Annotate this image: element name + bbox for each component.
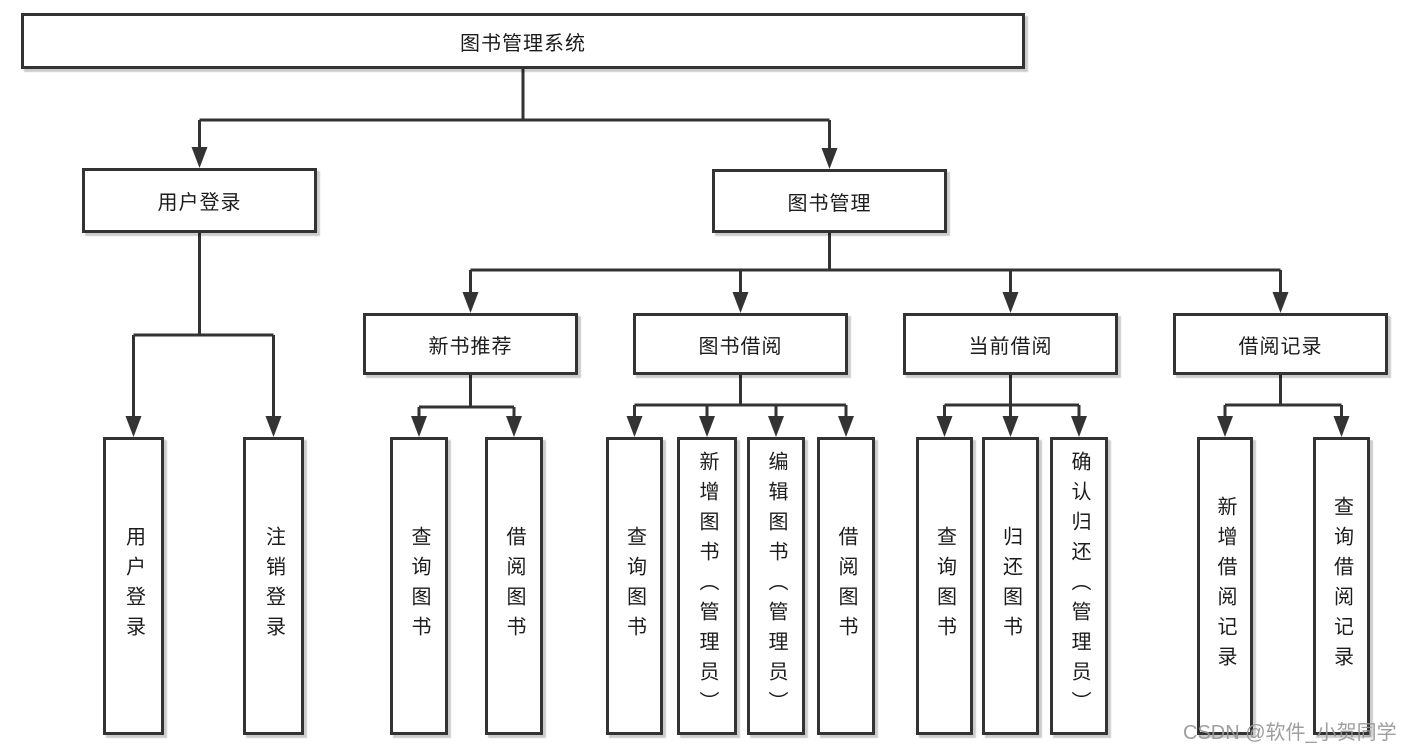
node-current-borrowing: 当前借阅 — [903, 313, 1118, 375]
node-user-login: 用户登录 — [82, 168, 317, 233]
connector-new-rec-children — [417, 375, 516, 417]
node-book-borrowing: 图书借阅 — [633, 313, 848, 375]
arrowheads-current-borrow-children — [936, 416, 1087, 437]
leaf-add-borrow-record: 新增借阅记录 — [1197, 437, 1253, 735]
leaf-query-borrow-record: 查询借阅记录 — [1313, 437, 1370, 735]
node-current-borrowing-label: 当前借阅 — [968, 335, 1053, 358]
node-new-book-recommend-label: 新书推荐 — [428, 335, 513, 358]
node-new-book-recommend: 新书推荐 — [363, 313, 578, 375]
node-library-system-label: 图书管理系统 — [460, 32, 586, 55]
leaf-borrow-books-recommend-label: 借阅图书 — [503, 526, 525, 646]
leaf-borrow-books-label: 借阅图书 — [835, 526, 857, 646]
leaf-confirm-return-admin-label: 确认归还（管理员） — [1068, 451, 1090, 721]
leaf-query-books-recommend-label: 查询图书 — [408, 526, 430, 646]
leaf-query-books-borrow: 查询图书 — [606, 437, 663, 735]
leaf-edit-books-admin: 编辑图书（管理员） — [747, 437, 805, 735]
node-book-borrowing-label: 图书借阅 — [698, 335, 783, 358]
leaf-add-books-admin: 新增图书（管理员） — [677, 437, 737, 735]
connector-root-to-level2 — [198, 69, 831, 150]
leaf-query-borrow-record-label: 查询借阅记录 — [1330, 496, 1353, 676]
arrowheads-new-rec-children — [411, 416, 522, 437]
leaf-confirm-return-admin: 确认归还（管理员） — [1050, 437, 1108, 735]
node-library-system: 图书管理系统 — [21, 13, 1025, 69]
leaf-user-login-label: 用户登录 — [122, 526, 145, 646]
leaf-logout-label: 注销登录 — [262, 526, 285, 646]
leaf-query-books-current-label: 查询图书 — [933, 526, 956, 646]
csdn-watermark: CSDN @软件_小贺同学 — [1183, 722, 1397, 744]
leaf-borrow-books: 借阅图书 — [817, 437, 875, 735]
leaf-edit-books-admin-label: 编辑图书（管理员） — [765, 451, 787, 721]
connector-book-mgmt-to-level3 — [469, 233, 1282, 293]
node-user-login-label: 用户登录 — [157, 192, 242, 214]
leaf-query-books-current: 查询图书 — [916, 437, 973, 735]
leaf-return-books: 归还图书 — [982, 437, 1039, 735]
leaf-return-books-label: 归还图书 — [999, 526, 1022, 646]
arrowheads-level2 — [191, 147, 838, 169]
node-book-management-label: 图书管理 — [787, 192, 872, 215]
node-borrowing-records: 借阅记录 — [1173, 313, 1388, 375]
arrowheads-user-login-children — [125, 416, 282, 437]
node-book-management: 图书管理 — [712, 169, 947, 233]
leaf-query-books-borrow-label: 查询图书 — [623, 526, 646, 646]
node-borrowing-records-label: 借阅记录 — [1238, 335, 1323, 358]
leaf-user-login: 用户登录 — [103, 437, 164, 735]
connector-user-login-children — [132, 233, 275, 417]
connector-records-children — [1223, 375, 1343, 417]
connector-current-borrow-children — [943, 375, 1081, 417]
leaf-borrow-books-recommend: 借阅图书 — [485, 437, 543, 735]
leaf-add-borrow-record-label: 新增借阅记录 — [1214, 496, 1236, 676]
leaf-add-books-admin-label: 新增图书（管理员） — [696, 451, 718, 721]
arrowheads-book-borrow-children — [626, 416, 854, 437]
connector-book-borrow-children — [633, 375, 848, 417]
arrowheads-records-children — [1217, 416, 1350, 437]
arrowheads-level3 — [462, 292, 1289, 313]
leaf-logout: 注销登录 — [243, 437, 304, 735]
leaf-query-books-recommend: 查询图书 — [390, 437, 448, 735]
